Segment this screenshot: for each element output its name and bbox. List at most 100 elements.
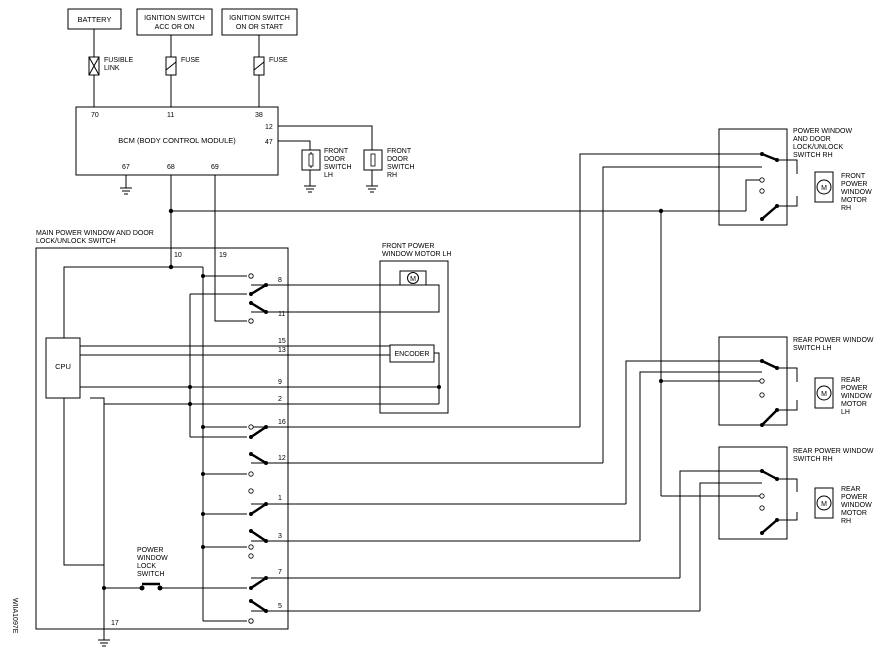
door-lh-label: LH [324, 172, 333, 179]
switch-blade [250, 426, 267, 438]
pin-label: 1 [278, 495, 282, 502]
pin-label: 11 [278, 311, 285, 318]
pin-label: 8 [278, 277, 282, 284]
front-motor-rh-label: WINDOW [841, 189, 872, 196]
front-motor-rh-label: POWER [841, 181, 867, 188]
rear-motor-lh-label: MOTOR [841, 401, 867, 408]
open-contact [759, 177, 765, 183]
open-contact [248, 424, 254, 430]
ground-icon [98, 639, 110, 647]
pin-label: 12 [278, 455, 286, 462]
contact-dot [775, 204, 779, 208]
contact-dot [775, 477, 779, 481]
fuse-label-a: FUSE [181, 57, 200, 64]
pin-label: 13 [278, 347, 286, 354]
fuse-icon [253, 56, 265, 76]
switch-blade [761, 359, 778, 370]
switch-blade [250, 503, 267, 515]
remote-switch-contacts [759, 152, 779, 535]
contact-dot [264, 310, 268, 314]
motor-icon: M [814, 377, 834, 409]
contact-dot [264, 283, 268, 287]
switch-blade [250, 600, 267, 612]
open-contact [248, 488, 254, 494]
lock-switch-label: POWER [137, 547, 163, 554]
switch-blade [761, 469, 778, 481]
pw-rh-label: LOCK/UNLOCK [793, 144, 844, 151]
ignition-acc-box [136, 8, 213, 36]
rear-motor-rh-label: WINDOW [841, 502, 872, 509]
door-lh-label: DOOR [324, 156, 345, 163]
rear-motor-rh-label: POWER [841, 494, 867, 501]
ignition-acc-label-2: ACC OR ON [155, 24, 195, 31]
switch-blade [761, 519, 778, 534]
open-contact [759, 505, 765, 511]
pin-label: 5 [278, 603, 282, 610]
lock-switch-icon [139, 582, 163, 591]
open-contact [248, 553, 254, 559]
ignition-acc-label-1: IGNITION SWITCH [144, 15, 205, 22]
pw-rh-label: AND DOOR [793, 136, 831, 143]
figure-id: WIIA1097E [11, 598, 18, 634]
pin-label: 38 [255, 112, 263, 119]
pw-rh-switch-box [718, 128, 788, 226]
pw-rh-label: SWITCH RH [793, 152, 833, 159]
rear-motor-rh-label: RH [841, 518, 851, 525]
switch-blade [250, 283, 267, 296]
front-door-switch-lh-icon [301, 149, 321, 193]
pw-rh-label: POWER WINDOW [793, 128, 852, 135]
encoder-label: ENCODER [394, 351, 429, 358]
pin-label: 69 [211, 164, 219, 171]
front-motor-lh-box [379, 260, 449, 414]
switch-blade [761, 152, 778, 162]
main-switch-label-2: LOCK/UNLOCK SWITCH [36, 238, 116, 245]
ground-icon [120, 187, 132, 195]
fuse-icon [165, 56, 177, 76]
open-contact [248, 273, 254, 279]
open-contact [759, 493, 765, 499]
door-rh-label: RH [387, 172, 397, 179]
contact-dot [264, 576, 268, 580]
fuse-label-b: FUSE [269, 57, 288, 64]
front-motor-lh-label-1: FRONT POWER [382, 243, 434, 250]
front-door-switch-rh-icon [363, 149, 383, 193]
open-contact [759, 188, 765, 194]
fusible-label-1: FUSIBLE [104, 57, 134, 64]
switch-blade [250, 452, 267, 465]
rear-motor-rh-label: REAR [841, 486, 860, 493]
contact-dot [775, 518, 779, 522]
door-lh-label: SWITCH [324, 164, 352, 171]
pin-label: 10 [174, 252, 182, 259]
switch-blade [250, 530, 267, 542]
front-motor-rh-label: RH [841, 205, 851, 212]
rear-motor-rh-label: MOTOR [841, 510, 867, 517]
front-motor-rh-label: MOTOR [841, 197, 867, 204]
svg-text:M: M [821, 501, 827, 508]
switch-blade [761, 205, 778, 220]
lock-switch-label: LOCK [137, 563, 156, 570]
front-motor-rh-label: FRONT [841, 173, 866, 180]
cpu-label: CPU [55, 362, 71, 371]
pin-label: 2 [278, 396, 282, 403]
pin-label: 70 [91, 112, 99, 119]
lock-switch-label: WINDOW [137, 555, 168, 562]
pin-label: 9 [278, 379, 282, 386]
rear-motor-lh-label: REAR [841, 377, 860, 384]
rear-motor-lh-label: WINDOW [841, 393, 872, 400]
open-contact [759, 392, 765, 398]
contact-dot [775, 408, 779, 412]
door-rh-label: DOOR [387, 156, 408, 163]
ignition-start-box [221, 8, 298, 36]
door-lh-label: FRONT [324, 148, 349, 155]
pin-label: 11 [167, 112, 174, 119]
fusible-link-icon [88, 56, 100, 76]
fusible-label-2: LINK [104, 65, 120, 72]
switch-blade [761, 409, 778, 426]
contact-dot [264, 502, 268, 506]
switch-blade [250, 577, 267, 589]
door-rh-label: SWITCH [387, 164, 415, 171]
rear-rh-label: SWITCH RH [793, 456, 833, 463]
rear-motor-lh-label: POWER [841, 385, 867, 392]
switch-blade [250, 301, 267, 314]
svg-text:M: M [821, 391, 827, 398]
